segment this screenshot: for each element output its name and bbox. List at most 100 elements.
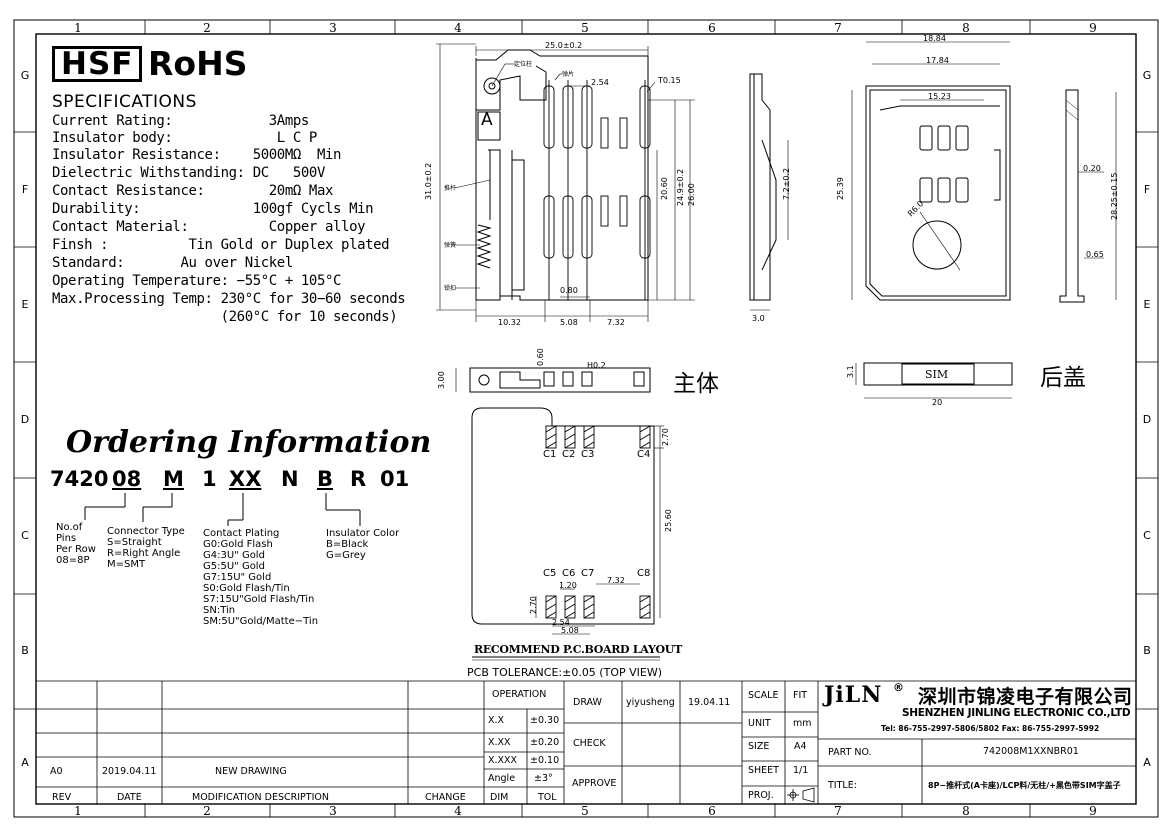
zone-column-label: 6 <box>708 804 716 818</box>
dim-label: 15.23 <box>928 92 951 101</box>
footer-description: MODIFICATION DESCRIPTION <box>192 792 329 803</box>
tol-value: ±3° <box>534 773 553 784</box>
zone-row-label: D <box>20 413 30 426</box>
spec-line: Contact Resistance: 20mΩ Max <box>52 183 334 199</box>
dim-label: 18.84 <box>923 34 946 43</box>
spec-line: Finsh : Tin Gold or Duplex plated <box>52 237 390 253</box>
part-segment: 08 <box>112 467 142 491</box>
registered-mark: ® <box>893 681 904 694</box>
tol-key: X.XXX <box>488 755 518 766</box>
revision-rev: A0 <box>50 766 63 777</box>
legend-contact-plating: Contact Plating G0:Gold Flash G4:3U" Gol… <box>203 528 319 627</box>
part-segment: B <box>317 467 334 491</box>
part-no-value: 742008M1XXNBR01 <box>983 746 1079 757</box>
contact-label: C3 <box>581 449 595 460</box>
tol-value: ±0.10 <box>530 755 560 766</box>
legend-connector-type: Connector Type S=Straight R=Right Angle … <box>107 526 185 570</box>
footer-change: CHANGE <box>425 792 466 803</box>
title-block-grid <box>36 680 1136 804</box>
specifications-title: SPECIFICATIONS <box>52 92 197 112</box>
rohs-logo: RoHS <box>148 44 248 83</box>
back-cover-label: 后盖 <box>1040 365 1086 391</box>
draw-label: DRAW <box>573 697 602 708</box>
dim-label: 2.54 <box>552 618 570 627</box>
cover-top-view <box>851 41 1117 301</box>
zone-column-label: 6 <box>708 21 716 35</box>
zone-column-label: 3 <box>329 804 337 818</box>
pcb-tolerance: PCB TOLERANCE:±0.05 (TOP VIEW) <box>467 666 662 679</box>
callout-label: 定位柱 <box>514 61 533 68</box>
spec-line: Contact Material: Copper alloy <box>52 219 366 235</box>
spec-line: Standard: Au over Nickel <box>52 255 293 271</box>
zone-column-label: 5 <box>581 21 589 35</box>
zone-column-label: 9 <box>1089 804 1097 818</box>
dim-label: 25.60 <box>664 509 673 532</box>
proj-label: PROJ. <box>748 790 774 801</box>
dim-label: 2.70 <box>529 596 538 614</box>
zone-row-label: G <box>20 69 30 82</box>
company-name-cn: 深圳市锦凌电子有限公司 <box>918 686 1133 708</box>
zone-row-label: E <box>1143 298 1151 311</box>
main-body-label: 主体 <box>673 371 719 397</box>
part-segment: XX <box>229 467 262 491</box>
spec-line: (260°C for 10 seconds) <box>52 309 398 325</box>
part-segment: 1 <box>202 467 217 491</box>
contact-label: C2 <box>562 449 576 460</box>
dim-label: 7.2±0.2 <box>782 167 791 200</box>
dim-label: 5.08 <box>560 318 578 327</box>
check-label: CHECK <box>573 738 606 749</box>
company-logo: JiLN <box>824 682 883 708</box>
ordering-title: Ordering Information <box>66 425 432 460</box>
dim-label: 20.60 <box>660 177 669 200</box>
zone-row-label: B <box>21 644 29 657</box>
size-value: A4 <box>794 741 807 752</box>
revision-date: 2019.04.11 <box>102 766 157 777</box>
revision-description: NEW DRAWING <box>215 766 287 777</box>
dim-label: 2.54 <box>591 78 609 87</box>
zone-column-label: 1 <box>74 804 82 818</box>
sheet-label: SHEET <box>748 765 779 776</box>
zone-row-label: A <box>21 756 29 769</box>
pcb-layout-title: RECOMMEND P.C.BOARD LAYOUT <box>474 643 682 656</box>
dim-label: H0.2 <box>587 361 606 370</box>
contact-label: C8 <box>637 568 651 579</box>
dim-label: 1.20 <box>559 581 577 590</box>
side-view-drawing <box>749 73 789 311</box>
back-cover-side-drawing <box>855 362 1013 399</box>
zone-row-label: G <box>1142 69 1152 82</box>
zone-row-label: F <box>21 183 29 196</box>
footer-rev: REV <box>52 792 72 803</box>
spec-line: Dielectric Withstanding: DC 500V <box>52 165 325 181</box>
dim-label: 17.84 <box>926 56 949 65</box>
contact-label: C6 <box>562 568 576 579</box>
contact-label: C5 <box>543 568 557 579</box>
title-label: TITLE: <box>828 780 857 791</box>
dim-label: 26.00 <box>687 183 696 206</box>
part-segment: N <box>281 467 299 491</box>
zone-row-label: C <box>1143 529 1151 542</box>
callout-label: 推杆 <box>444 185 457 192</box>
spec-line: Durability: 100gf Cycls Min <box>52 201 374 217</box>
callout-label: 锁扣 <box>444 285 457 292</box>
tol-value: ±0.30 <box>530 715 560 726</box>
footer-date: DATE <box>117 792 142 803</box>
legend-insulator-color: Insulator Color B=Black G=Grey <box>326 528 400 561</box>
approve-label: APPROVE <box>572 778 617 789</box>
zone-column-label: 1 <box>74 21 82 35</box>
ordering-tree <box>84 493 361 526</box>
dim-label: 25.39 <box>836 177 845 200</box>
spec-line: Max.Processing Temp: 230°C for 30−60 sec… <box>52 291 406 307</box>
scale-value: FIT <box>793 690 808 701</box>
tol-key: Angle <box>488 773 516 784</box>
spec-line: Current Rating: 3Amps <box>52 113 309 129</box>
part-segment: M <box>163 467 184 491</box>
spec-line: Operating Temperature: −55°C + 105°C <box>52 273 342 289</box>
part-segment: 7420 <box>50 467 109 491</box>
dim-label: 31.0±0.2 <box>424 162 433 200</box>
zone-column-label: 3 <box>329 21 337 35</box>
tol-key: X.XX <box>488 737 511 748</box>
dim-label: 3.1 <box>846 365 855 378</box>
zone-row-label: A <box>1143 756 1151 769</box>
zone-column-label: 4 <box>454 21 462 35</box>
